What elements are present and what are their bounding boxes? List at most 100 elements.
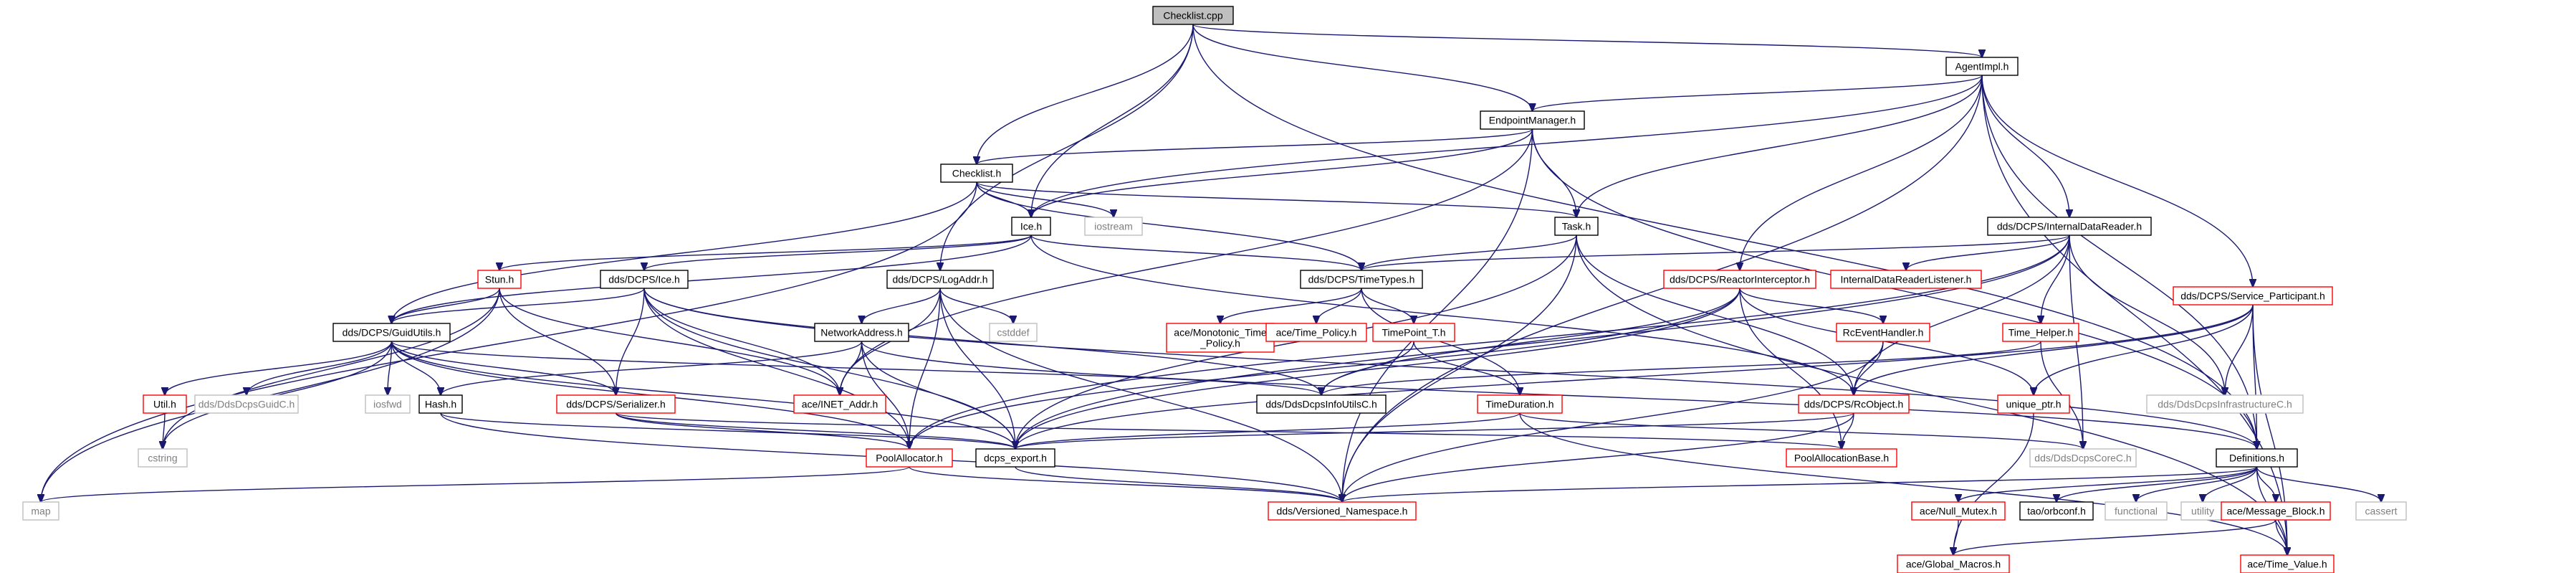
node-label: Checklist.cpp (1163, 10, 1222, 22)
node-stun_h[interactable]: Stun.h (477, 270, 522, 289)
node-box (1268, 501, 1417, 521)
node-box (2019, 501, 2094, 521)
edge-stun_h-to-serializer_h (499, 288, 616, 395)
node-task_h[interactable]: Task.h (1554, 217, 1599, 236)
node-internaldatareader_h[interactable]: dds/DCPS/InternalDataReader.h (1987, 217, 2152, 236)
node-label: cstddef (997, 327, 1029, 338)
node-null_mutex_h[interactable]: ace/Null_Mutex.h (1911, 501, 2006, 521)
edge-rcobject_h-to-dcps_export_h (1015, 412, 1854, 449)
node-util_h[interactable]: Util.h (143, 394, 187, 414)
node-label: dds/DdsDcpsInfoUtilsC.h (1265, 399, 1377, 410)
edge-internaldatareader_h-to-timetypes_h (1361, 235, 2070, 270)
node-box (1372, 323, 1455, 342)
node-time_policy_h[interactable]: ace/Time_Policy.h (1265, 323, 1367, 342)
node-label: functional (2115, 506, 2158, 517)
edge-agentimpl_h-to-versioned_namespace_h (1342, 75, 1983, 502)
node-label: dds/DCPS/ReactorInterceptor.h (1670, 274, 1810, 285)
node-label: dds/DdsDcpsCoreC.h (2034, 453, 2131, 464)
node-dcps_ice_h[interactable]: dds/DCPS/Ice.h (600, 270, 689, 289)
node-box (1997, 394, 2070, 414)
edge-rcobject_h-to-versioned_namespace_h (1342, 412, 1854, 502)
edge-definitions_h-to-functional (2136, 466, 2258, 502)
edge-checklist_cpp-to-ice_h (1031, 24, 1194, 217)
node-ddsdcpsinfrastructurec_h: dds/DdsDcpsInfrastructureC.h (2146, 394, 2304, 414)
edge-definitions_h-to-utility (2203, 466, 2258, 502)
node-box (940, 164, 1013, 183)
node-label: AgentImpl.h (1955, 61, 2009, 72)
edge-service_participant_h-to-unique_ptr_h (2034, 304, 2254, 395)
node-ice_h[interactable]: Ice.h (1011, 217, 1051, 236)
node-label: dds/DCPS/Service_Participant.h (2180, 290, 2325, 302)
node-box (2029, 448, 2137, 468)
edge-internaldatareader_h-to-ddsdcpscorec_h (2069, 235, 2083, 449)
node-networkaddress_h[interactable]: NetworkAddress.h (814, 323, 909, 342)
node-inet_addr_h[interactable]: ace/INET_Addr.h (793, 394, 886, 414)
node-utility: utility (2180, 501, 2225, 521)
node-global_macros_h[interactable]: ace/Global_Macros.h (1897, 554, 2010, 573)
node-box (1554, 217, 1599, 236)
node-endpointmanager_h[interactable]: EndpointManager.h (1480, 110, 1585, 130)
edge-reactorinterceptor_h-to-poolallocator_h (909, 288, 1741, 449)
node-timepoint_t_h[interactable]: TimePoint_T.h (1372, 323, 1455, 342)
node-label: Definitions.h (2229, 453, 2284, 464)
edge-serializer_h-to-dcps_export_h (615, 412, 1016, 449)
node-box (989, 323, 1038, 342)
edges-layer (41, 24, 2381, 555)
node-versioned_namespace_h[interactable]: dds/Versioned_Namespace.h (1268, 501, 1417, 521)
node-rceventhandler_h[interactable]: RcEventHandler.h (1836, 323, 1930, 342)
node-label: dds/DCPS/Ice.h (608, 274, 680, 285)
node-message_block_h[interactable]: ace/Message_Block.h (2221, 501, 2331, 521)
edge-timetypes_h-to-monotonic_time_policy_h (1220, 288, 1362, 323)
node-label: Task.h (1562, 221, 1591, 232)
node-box (2221, 501, 2331, 521)
node-box (556, 394, 676, 414)
edge-guidutils_h-to-hash_h (391, 341, 441, 395)
node-label: EndpointManager.h (1489, 115, 1576, 126)
edge-checklist_h-to-guidutils_h (392, 181, 977, 323)
node-hash_h[interactable]: Hash.h (418, 394, 463, 414)
node-time_value_h[interactable]: ace/Time_Value.h (2240, 554, 2335, 573)
node-dcps_export_h[interactable]: dcps_export.h (975, 448, 1055, 468)
edge-task_h-to-timetypes_h (1361, 235, 1577, 270)
node-reactorinterceptor_h[interactable]: dds/DCPS/ReactorInterceptor.h (1663, 270, 1816, 289)
edge-dcps_ice_h-to-guidutils_h (392, 288, 645, 323)
node-timeduration_h[interactable]: TimeDuration.h (1477, 394, 1563, 414)
node-timetypes_h[interactable]: dds/DCPS/TimeTypes.h (1300, 270, 1423, 289)
node-label: Ice.h (1020, 221, 1042, 232)
node-label: InternalDataReaderListener.h (1841, 274, 1972, 285)
node-serializer_h[interactable]: dds/DCPS/Serializer.h (556, 394, 676, 414)
node-guidutils_h[interactable]: dds/DCPS/GuidUtils.h (332, 323, 451, 342)
node-checklist_h[interactable]: Checklist.h (940, 164, 1013, 183)
node-logaddr_h[interactable]: dds/DCPS/LogAddr.h (886, 270, 994, 289)
node-cassert: cassert (2355, 501, 2407, 521)
node-poolallocationbase_h[interactable]: PoolAllocationBase.h (1786, 448, 1897, 468)
edge-guidutils_h-to-iosfwd (388, 341, 393, 395)
node-box (600, 270, 689, 289)
node-monotonic_time_policy_h[interactable]: ace/Monotonic_Time_Policy.h (1166, 323, 1275, 353)
node-unique_ptr_h[interactable]: unique_ptr.h (1997, 394, 2070, 414)
node-label: Time_Helper.h (2008, 327, 2074, 338)
edge-internaldatareader_h-to-poolallocator_h (909, 235, 2070, 449)
node-box (1011, 217, 1051, 236)
node-label: cstring (148, 453, 177, 464)
node-poolallocator_h[interactable]: PoolAllocator.h (866, 448, 953, 468)
node-label: tao/orbconf.h (2027, 506, 2086, 517)
node-rcobject_h[interactable]: dds/DCPS/RcObject.h (1798, 394, 1910, 414)
node-box (2216, 448, 2298, 468)
node-box (418, 394, 463, 414)
node-label: ace/INET_Addr.h (802, 399, 878, 410)
node-ddsdcpsinfoutilsc_h[interactable]: dds/DdsDcpsInfoUtilsC.h (1256, 394, 1387, 414)
node-service_participant_h[interactable]: dds/DCPS/Service_Participant.h (2173, 286, 2333, 306)
node-label: ace/Monotonic_Time (1174, 327, 1267, 338)
edge-agentimpl_h-to-task_h (1576, 75, 1983, 217)
node-label: ace/Null_Mutex.h (1920, 506, 1997, 517)
node-box (1152, 6, 1234, 25)
node-time_helper_h[interactable]: Time_Helper.h (2002, 323, 2079, 342)
node-agentimpl_h[interactable]: AgentImpl.h (1945, 57, 2019, 76)
node-definitions_h[interactable]: Definitions.h (2216, 448, 2298, 468)
edge-internaldatareader_h-to-ddsdcpsinfrastructurec_h (2069, 235, 2225, 395)
edge-ice_h-to-guidutils_h (392, 235, 1032, 323)
node-internaldatareaderlistener_h[interactable]: InternalDataReaderListener.h (1830, 270, 1982, 289)
edge-ice_h-to-timetypes_h (1030, 235, 1361, 270)
node-orbconf_h[interactable]: tao/orbconf.h (2019, 501, 2094, 521)
